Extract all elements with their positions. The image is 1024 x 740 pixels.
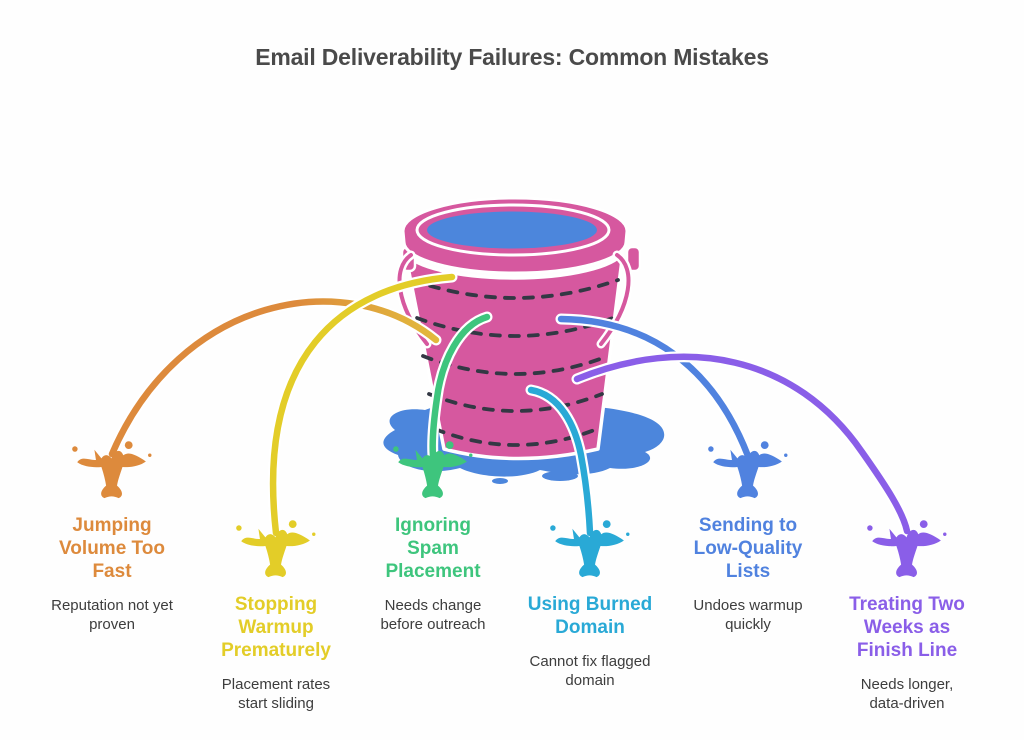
water-surface — [427, 211, 597, 249]
stream-yellow — [269, 273, 456, 537]
failure-description: Needs change before outreach — [380, 597, 486, 633]
leak-streams — [106, 271, 913, 539]
stream-green — [429, 313, 491, 460]
failure-item-low-quality-lists: Sending to Low-Quality Lists Undoes warm… — [683, 514, 813, 634]
failure-item-jumping-volume: Jumping Volume Too Fast Reputation not y… — [47, 514, 177, 634]
failure-label: Treating Two Weeks as Finish Line — [849, 594, 965, 661]
rim-inner-lip — [415, 203, 611, 257]
bucket-body — [403, 250, 625, 461]
failure-description: Reputation not yet proven — [51, 597, 173, 633]
failure-label: Stopping Warmup Prematurely — [221, 594, 331, 661]
stream-cyan — [527, 386, 594, 537]
failure-label: Jumping Volume Too Fast — [59, 515, 165, 582]
failure-description: Needs longer, data-driven — [860, 676, 954, 712]
failure-item-two-weeks: Treating Two Weeks as Finish Line Needs … — [842, 593, 972, 713]
stream-purple — [573, 353, 911, 535]
failure-description: Undoes warmup quickly — [693, 597, 803, 633]
failure-description: Cannot fix flagged domain — [529, 653, 651, 689]
failure-label: Using Burned Domain — [527, 594, 653, 638]
failure-label: Sending to Low-Quality Lists — [693, 515, 803, 582]
page-title: Email Deliverability Failures: Common Mi… — [255, 44, 769, 70]
failure-item-burned-domain: Using Burned Domain Cannot fix flagged d… — [525, 593, 655, 690]
stream-orange — [108, 298, 440, 458]
failure-item-ignoring-spam: Ignoring Spam Placement Needs change bef… — [368, 514, 498, 634]
failure-label: Ignoring Spam Placement — [385, 515, 481, 582]
failure-item-stopping-warmup: Stopping Warmup Prematurely Placement ra… — [211, 593, 341, 713]
failure-description: Placement rates start sliding — [221, 676, 331, 712]
